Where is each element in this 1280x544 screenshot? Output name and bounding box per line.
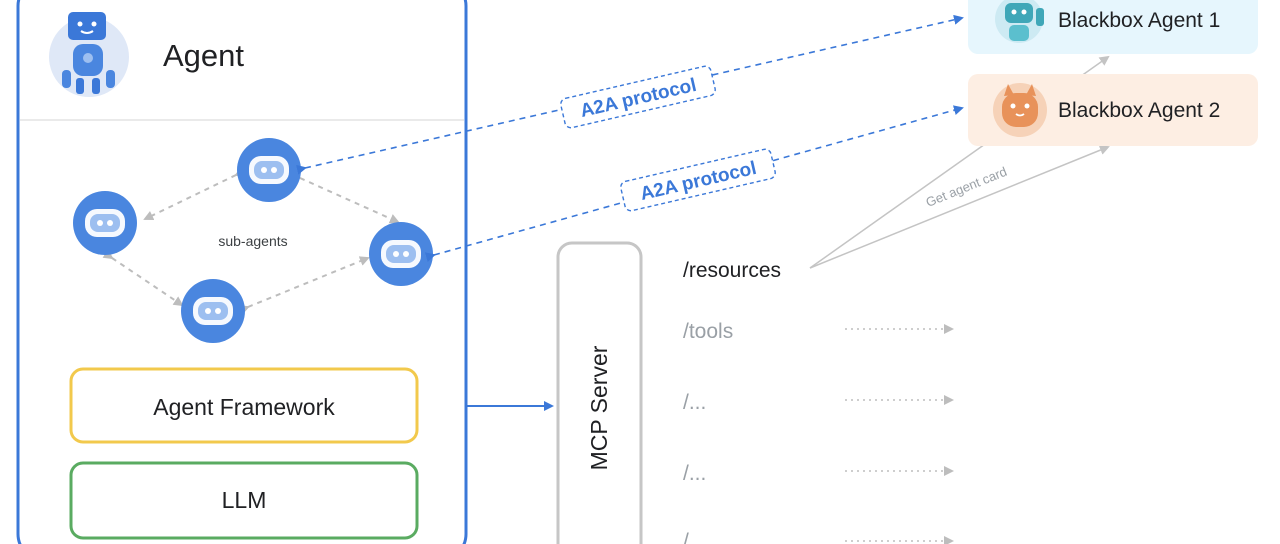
a2a-protocol-tag-1: A2A protocol bbox=[560, 65, 716, 129]
endpoint-tools: /tools bbox=[683, 320, 733, 343]
blackbox-agent-2-cat-icon bbox=[993, 83, 1047, 137]
agent-title: Agent bbox=[163, 38, 244, 73]
endpoint-dotted-arrows bbox=[845, 324, 954, 544]
sub-agent-robot-top-icon bbox=[237, 138, 301, 202]
agent-avatar-icon bbox=[49, 12, 129, 97]
get-agent-card-label: Get agent card bbox=[924, 164, 1009, 210]
agent-framework-label: Agent Framework bbox=[153, 394, 335, 420]
sub-agent-robot-left-icon bbox=[73, 191, 137, 255]
sub-agents-label: sub-agents bbox=[218, 233, 287, 249]
llm-box bbox=[69, 461, 419, 540]
mcp-server-label: MCP Server bbox=[586, 345, 612, 470]
blackbox-agent-1-robot-icon bbox=[995, 0, 1044, 43]
blackbox-agent-1-card: Blackbox Agent 1 bbox=[968, 0, 1258, 54]
mcp-server-box bbox=[556, 241, 643, 544]
sub-agent-connectors bbox=[102, 167, 400, 315]
agent-framework-box bbox=[69, 367, 419, 444]
blackbox-agent-2-label: Blackbox Agent 2 bbox=[1058, 99, 1220, 122]
llm-label: LLM bbox=[222, 487, 267, 513]
a2a-protocol-tag-2: A2A protocol bbox=[620, 148, 776, 212]
endpoint-partial: / bbox=[683, 530, 689, 544]
endpoint-ellipsis-1: /... bbox=[683, 391, 706, 414]
endpoint-ellipsis-2: /... bbox=[683, 462, 706, 485]
a2a-connectors bbox=[296, 14, 964, 262]
endpoint-resources: /resources bbox=[683, 259, 781, 282]
sub-agent-robot-bottom-icon bbox=[181, 279, 245, 343]
blackbox-agent-2-card: Blackbox Agent 2 bbox=[968, 74, 1258, 146]
sub-agent-robot-right-icon bbox=[369, 222, 433, 286]
blackbox-agent-1-label: Blackbox Agent 1 bbox=[1058, 9, 1220, 32]
